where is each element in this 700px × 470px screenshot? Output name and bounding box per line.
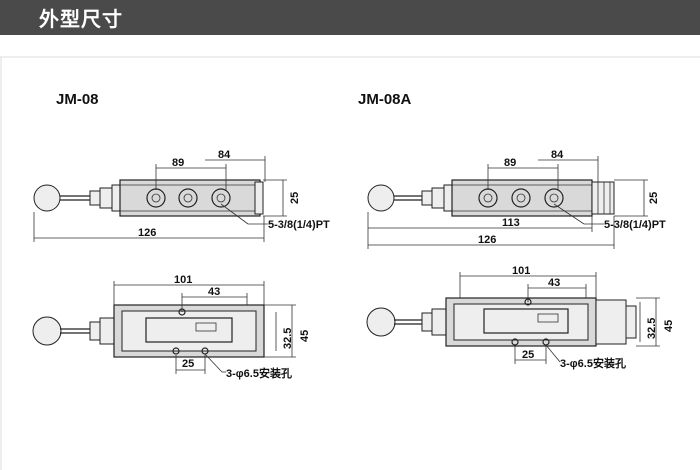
- jm08-dim-84: 84: [218, 149, 231, 161]
- jm08-dim-126: 126: [138, 227, 156, 239]
- jm08-top-view: [32, 281, 296, 374]
- handle-knob-icon: [367, 184, 395, 212]
- jm08-side-view: [33, 156, 287, 242]
- model-label-jm08a: JM-08A: [358, 91, 412, 108]
- port-icon: [544, 188, 564, 208]
- jm08-dim-89: 89: [172, 157, 184, 169]
- jm08a-side-view: [367, 156, 648, 249]
- handle-knob-icon: [366, 307, 396, 337]
- jm08a-dim-126: 126: [478, 234, 496, 246]
- jm08-dim-25: 25: [289, 192, 301, 204]
- handle-knob-icon: [33, 184, 61, 212]
- jm08-dim-43: 43: [208, 286, 220, 298]
- jm08-holes-label: 3-φ6.5安装孔: [226, 366, 292, 380]
- port-icon: [511, 188, 531, 208]
- jm08-port-label: 5-3/8(1/4)PT: [268, 219, 330, 231]
- jm08a-port-label: 5-3/8(1/4)PT: [604, 219, 666, 231]
- jm08a-dim-89: 89: [504, 157, 516, 169]
- jm08-dim-101: 101: [174, 274, 192, 286]
- valve-body: [451, 179, 593, 217]
- handle-knob-icon: [32, 316, 62, 346]
- model-label-jm08: JM-08: [56, 91, 99, 108]
- jm08a-dim-25: 25: [648, 192, 660, 204]
- jm08-dim-32-5: 32.5: [282, 328, 294, 349]
- jm08a-dim-43: 43: [548, 277, 560, 289]
- jm08a-dim-32-5: 32.5: [646, 318, 658, 339]
- jm08a-dim-45: 45: [663, 320, 675, 332]
- jm08-dim-25-top: 25: [182, 358, 194, 370]
- jm08a-dim-25-top: 25: [522, 349, 534, 361]
- jm08-dim-45: 45: [299, 330, 311, 342]
- jm08a-dim-84: 84: [551, 149, 564, 161]
- jm08a-dim-101: 101: [512, 265, 530, 277]
- mounting-hole-icon: [511, 338, 519, 346]
- jm08a-holes-label: 3-φ6.5安装孔: [560, 356, 626, 370]
- jm08a-top-view: [366, 272, 660, 364]
- port-icon: [211, 188, 231, 208]
- section-header: 外型尺寸: [0, 0, 700, 35]
- jm08a-dim-113: 113: [502, 217, 520, 229]
- mounting-hole-icon: [172, 347, 180, 355]
- port-icon: [178, 188, 198, 208]
- section-title: 外型尺寸: [39, 7, 123, 31]
